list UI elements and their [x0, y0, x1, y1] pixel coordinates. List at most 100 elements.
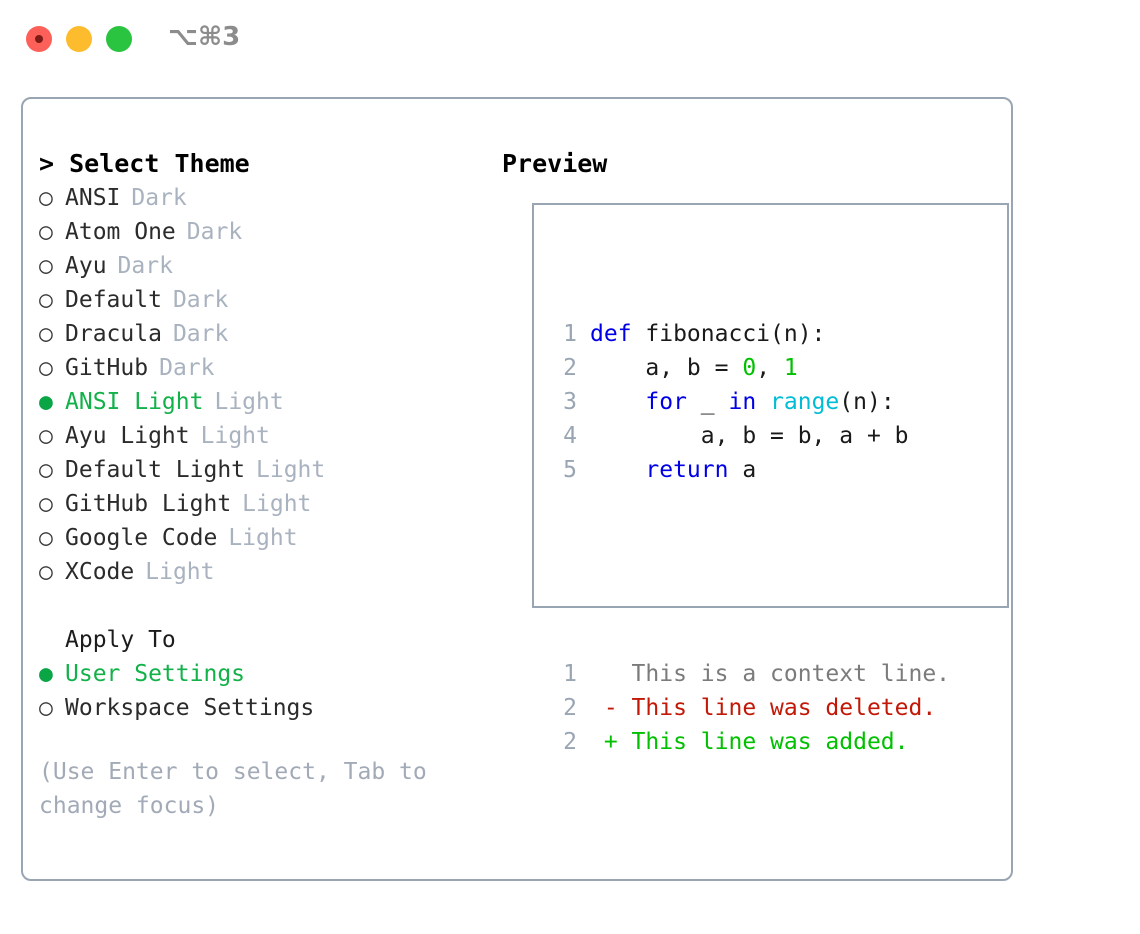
- theme-option-ayu-light[interactable]: ○ Ayu Light Light: [39, 419, 479, 453]
- apply-to-option-workspace-settings[interactable]: ○Workspace Settings: [39, 691, 479, 725]
- code-token-plain: [590, 457, 645, 483]
- blank-separator: [550, 555, 950, 589]
- apply-to-option-list[interactable]: ● User Settings ○Workspace Settings: [39, 657, 479, 725]
- code-token-plain: a: [728, 457, 757, 483]
- close-button[interactable]: [26, 26, 52, 52]
- code-token-kw: def: [590, 321, 632, 347]
- diff-line-number: 2: [563, 695, 577, 721]
- theme-variant-tag: Light: [145, 559, 215, 585]
- code-line-number: 2: [563, 355, 577, 381]
- theme-option-xcode[interactable]: ○ XCode Light: [39, 555, 479, 589]
- radio-unselected-icon: ○: [39, 253, 53, 279]
- apply-to-option-label: User Settings: [65, 661, 246, 687]
- theme-option-dracula[interactable]: ○ Dracula Dark: [39, 317, 479, 351]
- radio-selected-icon: ●: [39, 661, 53, 687]
- code-line-number: 1: [563, 321, 577, 347]
- diff-line-text: This is a context line.: [590, 661, 951, 687]
- theme-variant-tag: Light: [200, 423, 270, 449]
- theme-option-label: Ayu: [65, 253, 107, 279]
- keyboard-shortcut-label: ⌥⌘3: [168, 22, 241, 52]
- theme-variant-tag: Dark: [186, 219, 243, 245]
- maximize-button[interactable]: [106, 26, 132, 52]
- theme-option-label: ANSI Light: [65, 389, 204, 415]
- theme-variant-tag: Light: [228, 525, 298, 551]
- code-token-plain: (n):: [839, 389, 895, 415]
- theme-option-label: Default Light: [65, 457, 246, 483]
- title-bar: ⌥⌘3: [0, 0, 1140, 78]
- code-line-number: 4: [563, 423, 577, 449]
- code-line-text: a, b = 0, 1: [577, 351, 798, 385]
- theme-option-label: XCode: [65, 559, 135, 585]
- code-token-plain: fibonacci(n):: [631, 321, 826, 347]
- diff-line-add: 2 + This line was added.: [550, 725, 950, 759]
- apply-to-heading: Apply To: [65, 627, 176, 653]
- code-token-fn: range: [770, 389, 840, 415]
- code-token-kw: return: [645, 457, 729, 483]
- radio-unselected-icon: ○: [39, 559, 53, 585]
- code-token-kw: in: [728, 389, 757, 415]
- radio-unselected-icon: ○: [39, 219, 53, 245]
- code-line-text: def fibonacci(n):: [577, 317, 825, 351]
- code-line-text: for _ in range(n):: [577, 385, 895, 419]
- theme-option-label: GitHub Light: [65, 491, 232, 517]
- theme-variant-tag: Dark: [117, 253, 173, 279]
- code-token-plain: ,: [756, 355, 784, 381]
- diff-line-number: 2: [563, 729, 577, 755]
- minimize-button[interactable]: [66, 26, 92, 52]
- code-token-num: 1: [783, 355, 798, 381]
- radio-unselected-icon: ○: [39, 287, 53, 313]
- record-indicator-icon: [35, 35, 43, 43]
- preview-heading: Preview: [502, 149, 608, 178]
- code-token-plain: [590, 389, 645, 415]
- theme-option-label: Atom One: [65, 219, 176, 245]
- diff-lines: 1 This is a context line. 2 - This line w…: [550, 657, 950, 759]
- theme-variant-tag: Dark: [172, 321, 229, 347]
- theme-variant-tag: Light: [214, 389, 284, 415]
- code-token-plain: a, b =: [590, 355, 743, 381]
- diff-line-ctx: 1 This is a context line.: [550, 657, 950, 691]
- select-theme-heading: > Select Theme: [39, 149, 250, 178]
- code-token-plain: _: [686, 389, 729, 415]
- code-line: 3 for _ in range(n):: [550, 385, 950, 419]
- keyboard-hint-text: (Use Enter to select, Tab to change focu…: [39, 759, 427, 819]
- radio-unselected-icon: ○: [39, 695, 53, 721]
- diff-line-text: - This line was deleted.: [590, 695, 937, 721]
- code-token-plain: [756, 389, 770, 415]
- diff-line-text: + This line was added.: [590, 729, 909, 755]
- theme-option-label: Dracula: [65, 321, 162, 347]
- radio-unselected-icon: ○: [39, 525, 53, 551]
- code-line: 5 return a: [550, 453, 950, 487]
- radio-unselected-icon: ○: [39, 185, 53, 211]
- theme-option-ayu[interactable]: ○ Ayu Dark: [39, 249, 479, 283]
- radio-unselected-icon: ○: [39, 321, 53, 347]
- radio-selected-icon: ●: [39, 389, 53, 415]
- theme-variant-tag: Light: [242, 491, 312, 517]
- radio-unselected-icon: ○: [39, 355, 53, 381]
- theme-variant-tag: Light: [256, 457, 326, 483]
- theme-variant-tag: Dark: [172, 287, 229, 313]
- radio-unselected-icon: ○: [39, 457, 53, 483]
- code-line-number: 5: [563, 457, 577, 483]
- code-token-kw: for: [645, 389, 687, 415]
- apply-to-option-user-settings[interactable]: ● User Settings: [39, 657, 479, 691]
- radio-unselected-icon: ○: [39, 423, 53, 449]
- theme-option-label: Ayu Light: [65, 423, 190, 449]
- theme-option-atom-one[interactable]: ○ Atom One Dark: [39, 215, 479, 249]
- theme-variant-tag: Dark: [131, 185, 187, 211]
- theme-option-ansi-light[interactable]: ● ANSI Light Light: [39, 385, 479, 419]
- diff-line-number: 1: [563, 661, 577, 687]
- theme-option-default-light[interactable]: ○ Default Light Light: [39, 453, 479, 487]
